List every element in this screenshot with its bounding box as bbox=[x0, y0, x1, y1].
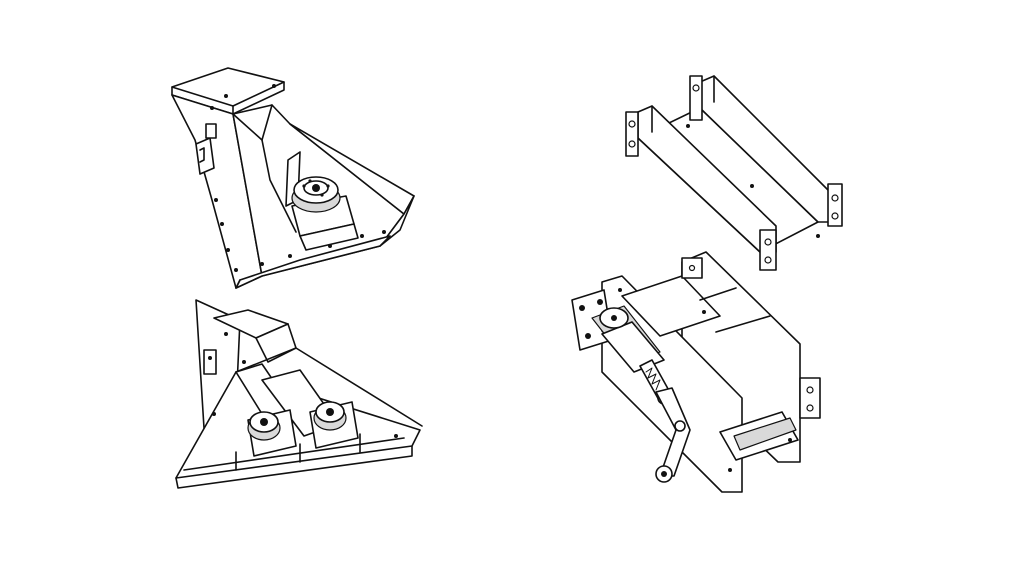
hopper-chute-single-roller bbox=[171, 67, 415, 289]
channel-bracket bbox=[625, 75, 843, 271]
cylinder-actuator-bracket bbox=[571, 251, 821, 493]
hopper-chute-double-roller bbox=[175, 299, 423, 489]
